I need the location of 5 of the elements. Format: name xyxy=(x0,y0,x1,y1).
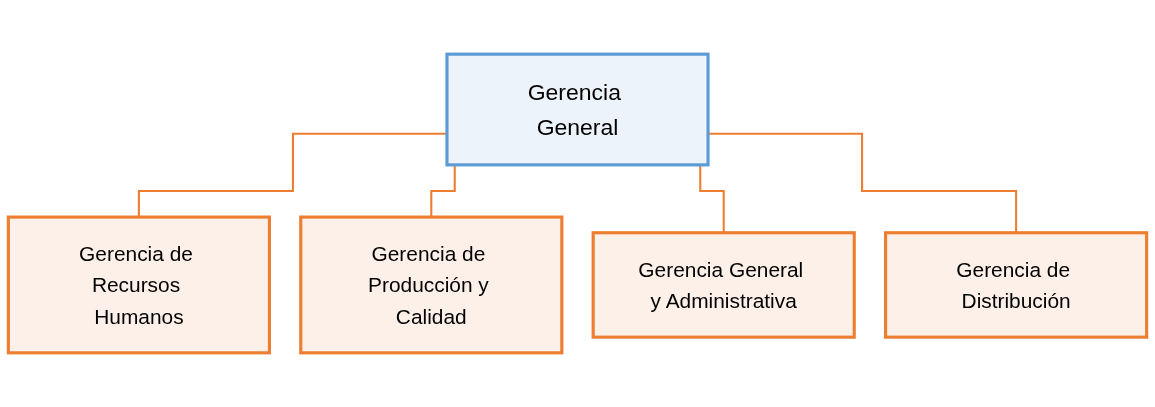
node-box: Gerencia General y Administrativa xyxy=(591,231,856,339)
node-box: Gerencia de Producción y Calidad xyxy=(299,215,564,355)
node-box: Gerencia General xyxy=(445,52,710,167)
node-box: Gerencia de Distribución xyxy=(884,231,1149,339)
node-box: Gerencia de Recursos Humanos xyxy=(6,215,271,355)
